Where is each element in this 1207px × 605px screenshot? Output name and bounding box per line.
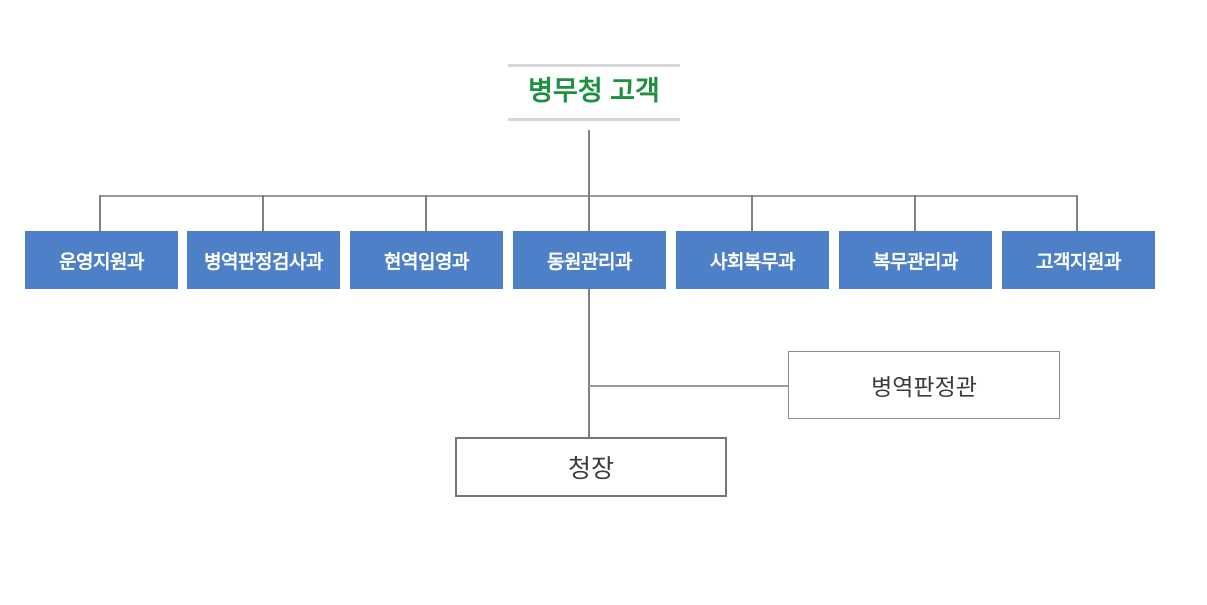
- dept-box-service-management[interactable]: 복무관리과: [839, 231, 992, 289]
- connector-drop-3: [425, 195, 427, 232]
- connector-branch-officer: [588, 385, 789, 387]
- connector-drop-6: [914, 195, 916, 232]
- connector-drop-7: [1076, 195, 1078, 232]
- node-box-conscription-officer[interactable]: 병역판정관: [788, 351, 1060, 419]
- dept-box-operations-support[interactable]: 운영지원과: [25, 231, 178, 289]
- dept-box-mobilization-management[interactable]: 동원관리과: [513, 231, 666, 289]
- title-rule-bottom: [508, 118, 680, 121]
- connector-drop-4: [588, 195, 590, 232]
- dept-box-conscription-exam[interactable]: 병역판정검사과: [187, 231, 340, 289]
- dept-box-customer-support[interactable]: 고객지원과: [1002, 231, 1155, 289]
- dept-box-active-duty-enlistment[interactable]: 현역입영과: [350, 231, 503, 289]
- connector-drop-2: [262, 195, 264, 232]
- node-box-commissioner[interactable]: 청장: [455, 437, 727, 497]
- connector-lower-stem: [588, 289, 590, 438]
- chart-title-block: 병무청 고객: [508, 60, 680, 122]
- dept-box-social-service[interactable]: 사회복무과: [676, 231, 829, 289]
- connector-drop-5: [751, 195, 753, 232]
- connector-title-stem: [588, 130, 590, 196]
- connector-drop-1: [99, 195, 101, 232]
- title-rule-top: [508, 64, 680, 67]
- page-title: 병무청 고객: [528, 76, 660, 106]
